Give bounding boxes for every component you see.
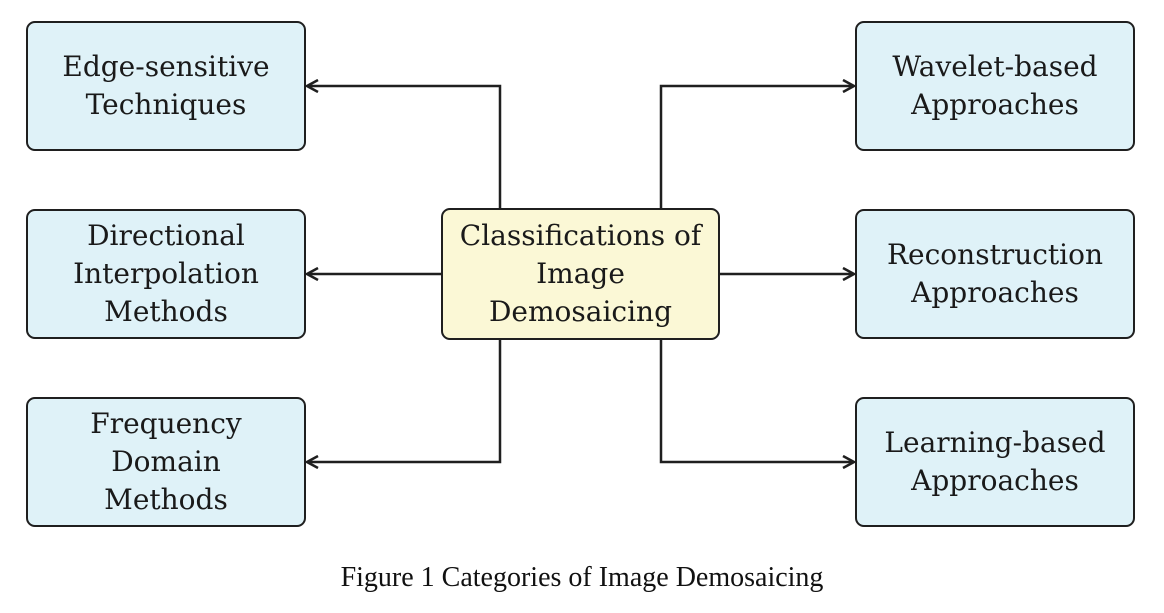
node-learning-based-approaches: Learning-based Approaches [855,397,1135,527]
node-label-line: Methods [104,295,228,328]
node-label-line: Domain [111,445,221,478]
center-node: Classifications of Image Demosaicing [441,208,720,340]
figure-caption: Figure 1 Categories of Image Demosaicing [340,562,824,593]
node-directional-interpolation-methods: Directional Interpolation Methods [26,209,306,339]
node-label-line: Directional [87,219,245,252]
node-edge-sensitive-techniques: Edge-sensitive Techniques [26,21,306,151]
node-label-line: Frequency [90,407,242,440]
classification-diagram: Classifications of Image Demosaicing Edg… [0,0,1164,560]
arrow-to-frequency [308,340,502,462]
node-label-line: Approaches [911,276,1079,309]
node-wavelet-based-approaches: Wavelet-based Approaches [855,21,1135,151]
center-node-line: Image [536,257,625,290]
node-label-line: Learning-based [884,426,1106,459]
node-label-line: Approaches [911,464,1079,497]
arrow-to-learning [659,340,853,462]
node-label-line: Approaches [911,88,1079,121]
node-frequency-domain-methods: Frequency Domain Methods [26,397,306,527]
node-label-line: Methods [104,483,228,516]
node-label-line: Techniques [85,88,247,121]
node-reconstruction-approaches: Reconstruction Approaches [855,209,1135,339]
arrow-to-wavelet [659,86,853,208]
center-node-line: Demosaicing [488,295,673,328]
arrow-to-edge-sensitive [308,86,502,208]
connector-lines [0,0,1164,560]
node-label-line: Edge-sensitive [62,50,270,83]
node-label-line: Wavelet-based [892,50,1098,83]
node-label-line: Interpolation [73,257,259,290]
center-node-line: Classifications of [459,219,702,252]
node-label-line: Reconstruction [886,238,1104,271]
